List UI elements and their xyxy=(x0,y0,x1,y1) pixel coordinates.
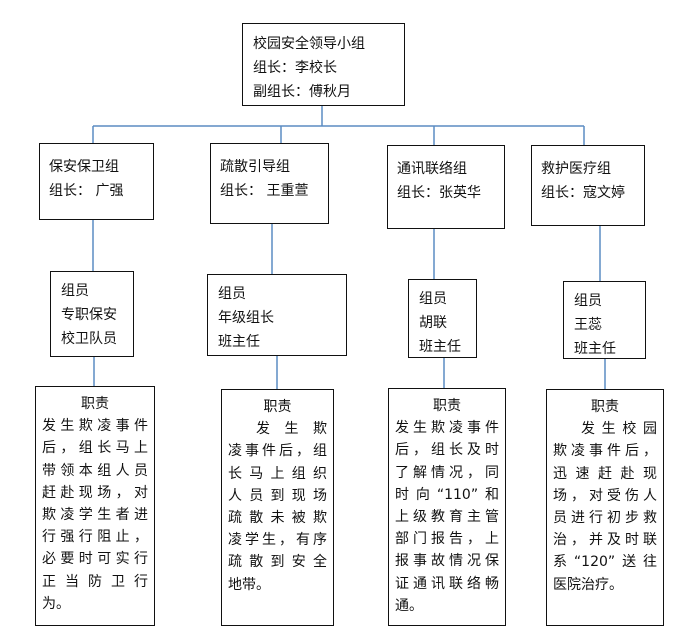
group-name: 保安保卫组 xyxy=(49,159,119,175)
group-leader: 组长： 王重萱 xyxy=(220,183,309,199)
duty-line: 发生欺凌事件 xyxy=(395,420,499,437)
duty-box-medical: 职责 发生校园 欺凌事件后， 迅速赶赴现 场，对受伤人 员进行初步救 治，并及时… xyxy=(546,389,664,626)
leadership-group-box: 校园安全领导小组 组长：李校长 副组长：傅秋月 xyxy=(242,23,405,106)
duty-line: 迅速赶赴现 xyxy=(553,465,657,482)
member-item: 班主任 xyxy=(218,334,260,350)
group-leader: 组长： 广强 xyxy=(49,183,124,199)
duty-box-communication: 职责 发生欺凌事件 后，组长及时 了解情况，同 时向“110”和 上级教育主管 … xyxy=(388,388,506,626)
members-label: 组员 xyxy=(419,291,447,307)
duty-line: 后，组长及时 xyxy=(395,442,499,459)
member-item: 专职保安 xyxy=(61,307,117,323)
duty-line: 凌学生，有序 xyxy=(228,532,327,549)
members-box-medical: 组员 王蕊 班主任 xyxy=(563,281,646,359)
member-item: 年级组长 xyxy=(218,310,274,326)
leadership-deputy: 副组长：傅秋月 xyxy=(253,84,351,100)
duty-line: 疏散到安全 xyxy=(228,554,327,571)
member-item: 校卫队员 xyxy=(61,331,117,347)
duty-line: 发生校园 xyxy=(581,421,657,438)
duty-line: 凌事件后，组 xyxy=(228,443,327,460)
group-box-security: 保安保卫组 组长： 广强 xyxy=(39,143,154,220)
duty-line: 报事故情况保 xyxy=(395,553,499,570)
duty-line: 发 生 欺 xyxy=(256,421,327,438)
duty-box-security: 职责 发生欺凌事件 后，组长马上 带领本组人员 赶赴现场，对 欺凌学生者进 行强… xyxy=(35,386,155,626)
duty-line: 行强行阻止， xyxy=(42,529,148,546)
duty-line: 了解情况，同 xyxy=(395,464,499,481)
members-box-communication: 组员 胡联 班主任 xyxy=(408,279,477,358)
duty-line: 证通讯联络畅 xyxy=(395,575,499,592)
group-name: 通讯联络组 xyxy=(397,161,467,177)
duty-line: 员进行初步救 xyxy=(553,510,657,527)
duty-box-evacuation: 职责 发 生 欺 凌事件后，组 长马上组织 人员到现场 疏散未被欺 凌学生，有序… xyxy=(221,389,334,626)
group-name: 救护医疗组 xyxy=(541,161,611,177)
members-label: 组员 xyxy=(574,293,602,309)
group-box-evacuation: 疏散引导组 组长： 王重萱 xyxy=(210,143,329,224)
duty-line: 医院治疗。 xyxy=(553,576,623,593)
duty-line: 系“120”送往 xyxy=(553,554,657,571)
duty-line: 通。 xyxy=(395,597,423,614)
duty-line: 人员到现场 xyxy=(228,487,327,504)
group-leader: 组长：张英华 xyxy=(397,185,481,201)
duty-line: 发生欺凌事件 xyxy=(42,418,148,435)
member-item: 班主任 xyxy=(574,341,616,357)
member-item: 班主任 xyxy=(419,339,461,355)
duty-line: 治，并及时联 xyxy=(553,532,657,549)
duty-line: 正 当 防 卫 行 xyxy=(42,573,148,590)
group-name: 疏散引导组 xyxy=(220,159,290,175)
leadership-title: 校园安全领导小组 xyxy=(253,36,365,52)
leadership-head: 组长：李校长 xyxy=(253,60,337,76)
duty-line: 必要时可实行 xyxy=(42,551,148,568)
duty-line: 上级教育主管 xyxy=(395,509,499,526)
member-item: 王蕊 xyxy=(574,317,602,333)
duty-line: 地带。 xyxy=(228,576,270,593)
duty-line: 场，对受伤人 xyxy=(553,487,657,504)
duty-title: 职责 xyxy=(433,398,461,414)
members-box-evacuation: 组员 年级组长 班主任 xyxy=(207,274,347,356)
group-box-communication: 通讯联络组 组长：张英华 xyxy=(387,145,505,229)
duty-line: 为。 xyxy=(42,595,70,612)
duty-line: 疏散未被欺 xyxy=(228,510,327,527)
duty-line: 后，组长马上 xyxy=(42,440,148,457)
members-label: 组员 xyxy=(61,283,89,299)
duty-title: 职责 xyxy=(81,396,109,412)
duty-line: 带领本组人员 xyxy=(42,462,148,479)
duty-line: 时向“110”和 xyxy=(395,486,499,503)
duty-title: 职责 xyxy=(263,399,292,415)
members-box-security: 组员 专职保安 校卫队员 xyxy=(50,271,134,357)
group-leader: 组长：寇文婷 xyxy=(541,185,625,201)
duty-line: 部门报告，上 xyxy=(395,531,499,548)
duty-title: 职责 xyxy=(591,399,619,415)
duty-line: 欺凌事件后， xyxy=(553,443,657,460)
duty-line: 长马上组织 xyxy=(228,465,327,482)
member-item: 胡联 xyxy=(419,315,447,331)
members-label: 组员 xyxy=(218,286,246,302)
duty-line: 欺凌学生者进 xyxy=(42,507,148,524)
duty-line: 赶赴现场，对 xyxy=(42,484,148,501)
group-box-medical: 救护医疗组 组长：寇文婷 xyxy=(531,145,645,226)
